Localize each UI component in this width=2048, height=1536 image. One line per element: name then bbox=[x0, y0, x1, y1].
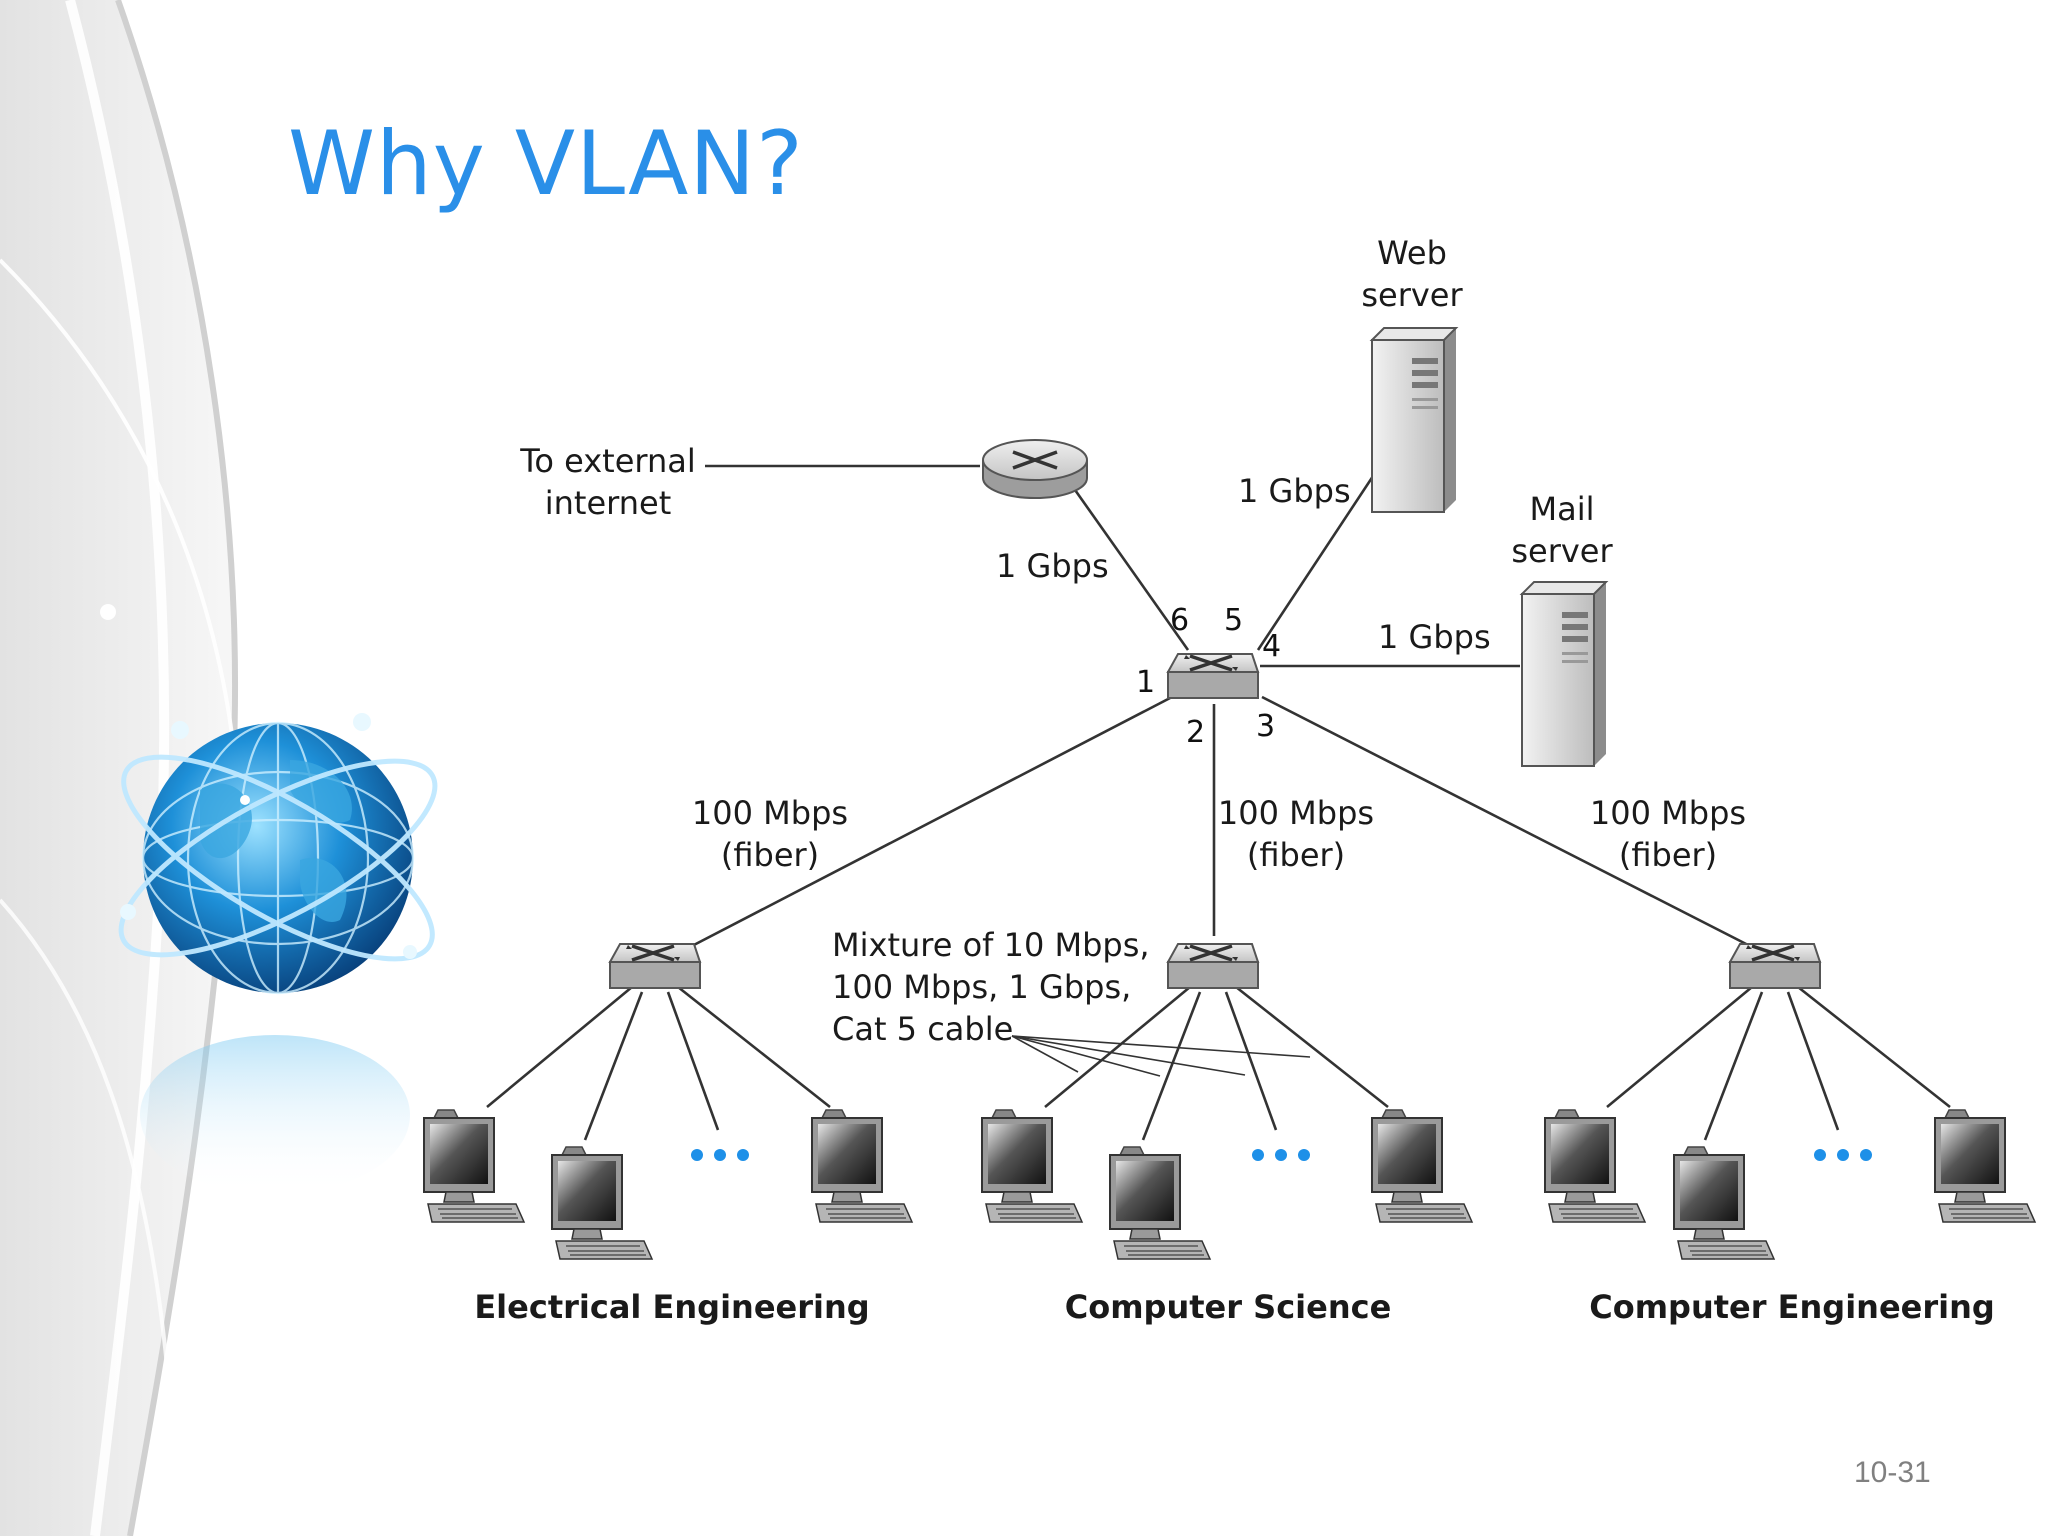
external-label-line2: internet bbox=[545, 484, 672, 522]
computer-icon[interactable] bbox=[1673, 1146, 1775, 1260]
globe-icon bbox=[118, 713, 438, 1195]
mail-server-icon[interactable] bbox=[1521, 581, 1607, 767]
ellipsis-icon bbox=[691, 1149, 749, 1161]
external-label-line1: To external bbox=[519, 442, 696, 480]
ellipsis-icon bbox=[1252, 1149, 1310, 1161]
port-1: 1 bbox=[1136, 665, 1155, 700]
cs-access-links bbox=[1044, 985, 1389, 1141]
port-3: 3 bbox=[1256, 709, 1275, 744]
computer-icon[interactable] bbox=[1371, 1109, 1473, 1223]
cs-link-medium: (fiber) bbox=[1247, 836, 1345, 874]
port-6: 6 bbox=[1170, 603, 1189, 638]
cs-link-speed: 100 Mbps bbox=[1218, 794, 1374, 832]
router-link-speed: 1 Gbps bbox=[996, 547, 1109, 585]
department-ee-label: Electrical Engineering bbox=[474, 1288, 869, 1326]
mixture-pointer-lines bbox=[1011, 1035, 1311, 1077]
cs-computers bbox=[981, 1109, 1473, 1260]
mail-server-label-line2: server bbox=[1511, 532, 1613, 570]
core-switch-icon[interactable] bbox=[1166, 652, 1260, 700]
link-router-switch bbox=[1066, 479, 1190, 651]
port-4: 4 bbox=[1262, 629, 1281, 664]
link-ce-switch bbox=[1261, 695, 1753, 949]
mail-server-label-line1: Mail bbox=[1530, 490, 1595, 528]
slide-title: Why VLAN? bbox=[288, 112, 804, 215]
ee-link-speed: 100 Mbps bbox=[692, 794, 848, 832]
port-5: 5 bbox=[1224, 603, 1243, 638]
computer-icon[interactable] bbox=[1544, 1109, 1646, 1223]
computer-icon[interactable] bbox=[423, 1109, 525, 1223]
mixture-label-line3: Cat 5 cable bbox=[832, 1010, 1013, 1048]
computer-icon[interactable] bbox=[551, 1146, 653, 1260]
computer-icon[interactable] bbox=[1109, 1146, 1211, 1260]
router-icon[interactable] bbox=[981, 438, 1089, 500]
computer-icon[interactable] bbox=[811, 1109, 913, 1223]
mixture-label-line2: 100 Mbps, 1 Gbps, bbox=[832, 968, 1131, 1006]
ce-link-speed: 100 Mbps bbox=[1590, 794, 1746, 832]
mixture-label-line1: Mixture of 10 Mbps, bbox=[832, 926, 1150, 964]
department-ce-label: Computer Engineering bbox=[1589, 1288, 1995, 1326]
ce-computers bbox=[1544, 1109, 2036, 1260]
web-server-label-line1: Web bbox=[1377, 234, 1447, 272]
ee-link-medium: (fiber) bbox=[721, 836, 819, 874]
cs-switch-icon[interactable] bbox=[1166, 942, 1260, 990]
computer-icon[interactable] bbox=[1934, 1109, 2036, 1223]
port-2: 2 bbox=[1186, 715, 1205, 750]
ee-computers bbox=[423, 1109, 913, 1260]
mail-link-speed: 1 Gbps bbox=[1378, 618, 1491, 656]
ce-link-medium: (fiber) bbox=[1619, 836, 1717, 874]
web-link-speed: 1 Gbps bbox=[1238, 472, 1351, 510]
web-server-label-line2: server bbox=[1361, 276, 1463, 314]
ellipsis-icon bbox=[1814, 1149, 1872, 1161]
ee-access-links bbox=[486, 985, 831, 1141]
web-server-icon[interactable] bbox=[1371, 327, 1457, 513]
page-number: 10-31 bbox=[1854, 1456, 1931, 1489]
ce-switch-icon[interactable] bbox=[1728, 942, 1822, 990]
ce-access-links bbox=[1606, 985, 1951, 1141]
link-web-server bbox=[1256, 457, 1387, 651]
ee-switch-icon[interactable] bbox=[608, 942, 702, 990]
link-ee-switch bbox=[689, 695, 1173, 949]
computer-icon[interactable] bbox=[981, 1109, 1083, 1223]
department-cs-label: Computer Science bbox=[1065, 1288, 1392, 1326]
